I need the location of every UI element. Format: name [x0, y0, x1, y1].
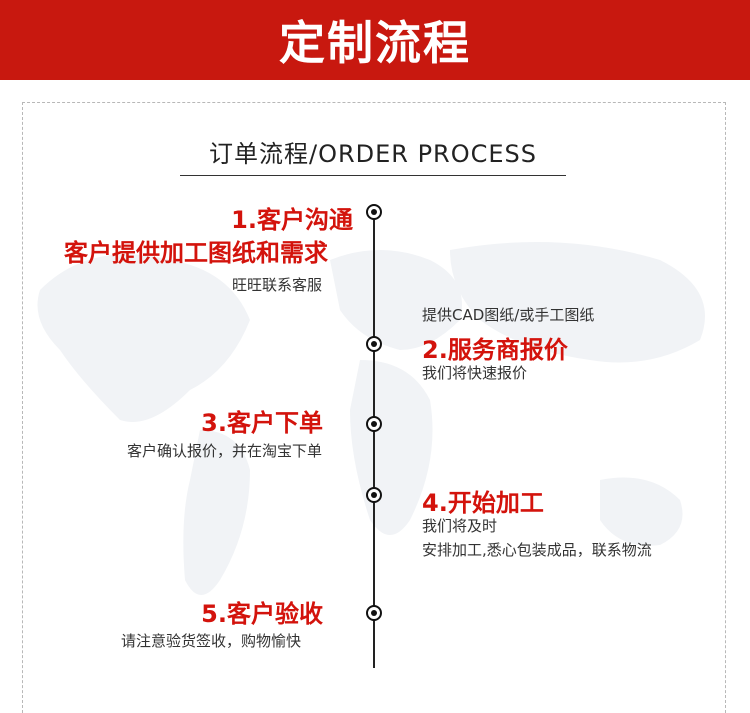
- step-4-title: 4.开始加工: [422, 489, 544, 517]
- step-2-title: 2.服务商报价: [422, 336, 568, 364]
- step-5-title: 5.客户验收: [201, 600, 323, 628]
- timeline-line: [373, 210, 375, 668]
- step-2-desc: 我们将快速报价: [422, 364, 528, 382]
- step-2-pre: 提供CAD图纸/或手工图纸: [422, 306, 595, 324]
- timeline-node-5: [366, 605, 382, 621]
- subtitle-underline: [180, 175, 566, 176]
- step-3-title: 3.客户下单: [201, 409, 323, 437]
- content-frame: [22, 102, 726, 713]
- timeline-node-3: [366, 416, 382, 432]
- step-1-subtitle: 客户提供加工图纸和需求: [64, 239, 328, 267]
- step-4-desc-2: 安排加工,悉心包装成品，联系物流: [422, 541, 652, 559]
- timeline-node-2: [366, 336, 382, 352]
- world-map-watermark: [37, 242, 705, 595]
- timeline-node-1: [366, 204, 382, 220]
- section-subtitle: 订单流程/ORDER PROCESS: [208, 140, 538, 168]
- step-1-title: 1.客户沟通: [231, 206, 353, 234]
- timeline-node-4: [366, 487, 382, 503]
- banner-title: 定制流程: [279, 16, 471, 70]
- step-3-desc: 客户确认报价，并在淘宝下单: [126, 442, 322, 460]
- step-5-desc: 请注意验货签收，购物愉快: [120, 632, 301, 650]
- step-4-desc: 我们将及时: [422, 517, 498, 535]
- step-1-desc: 旺旺联系客服: [231, 276, 322, 294]
- header-banner: 定制流程: [0, 0, 750, 80]
